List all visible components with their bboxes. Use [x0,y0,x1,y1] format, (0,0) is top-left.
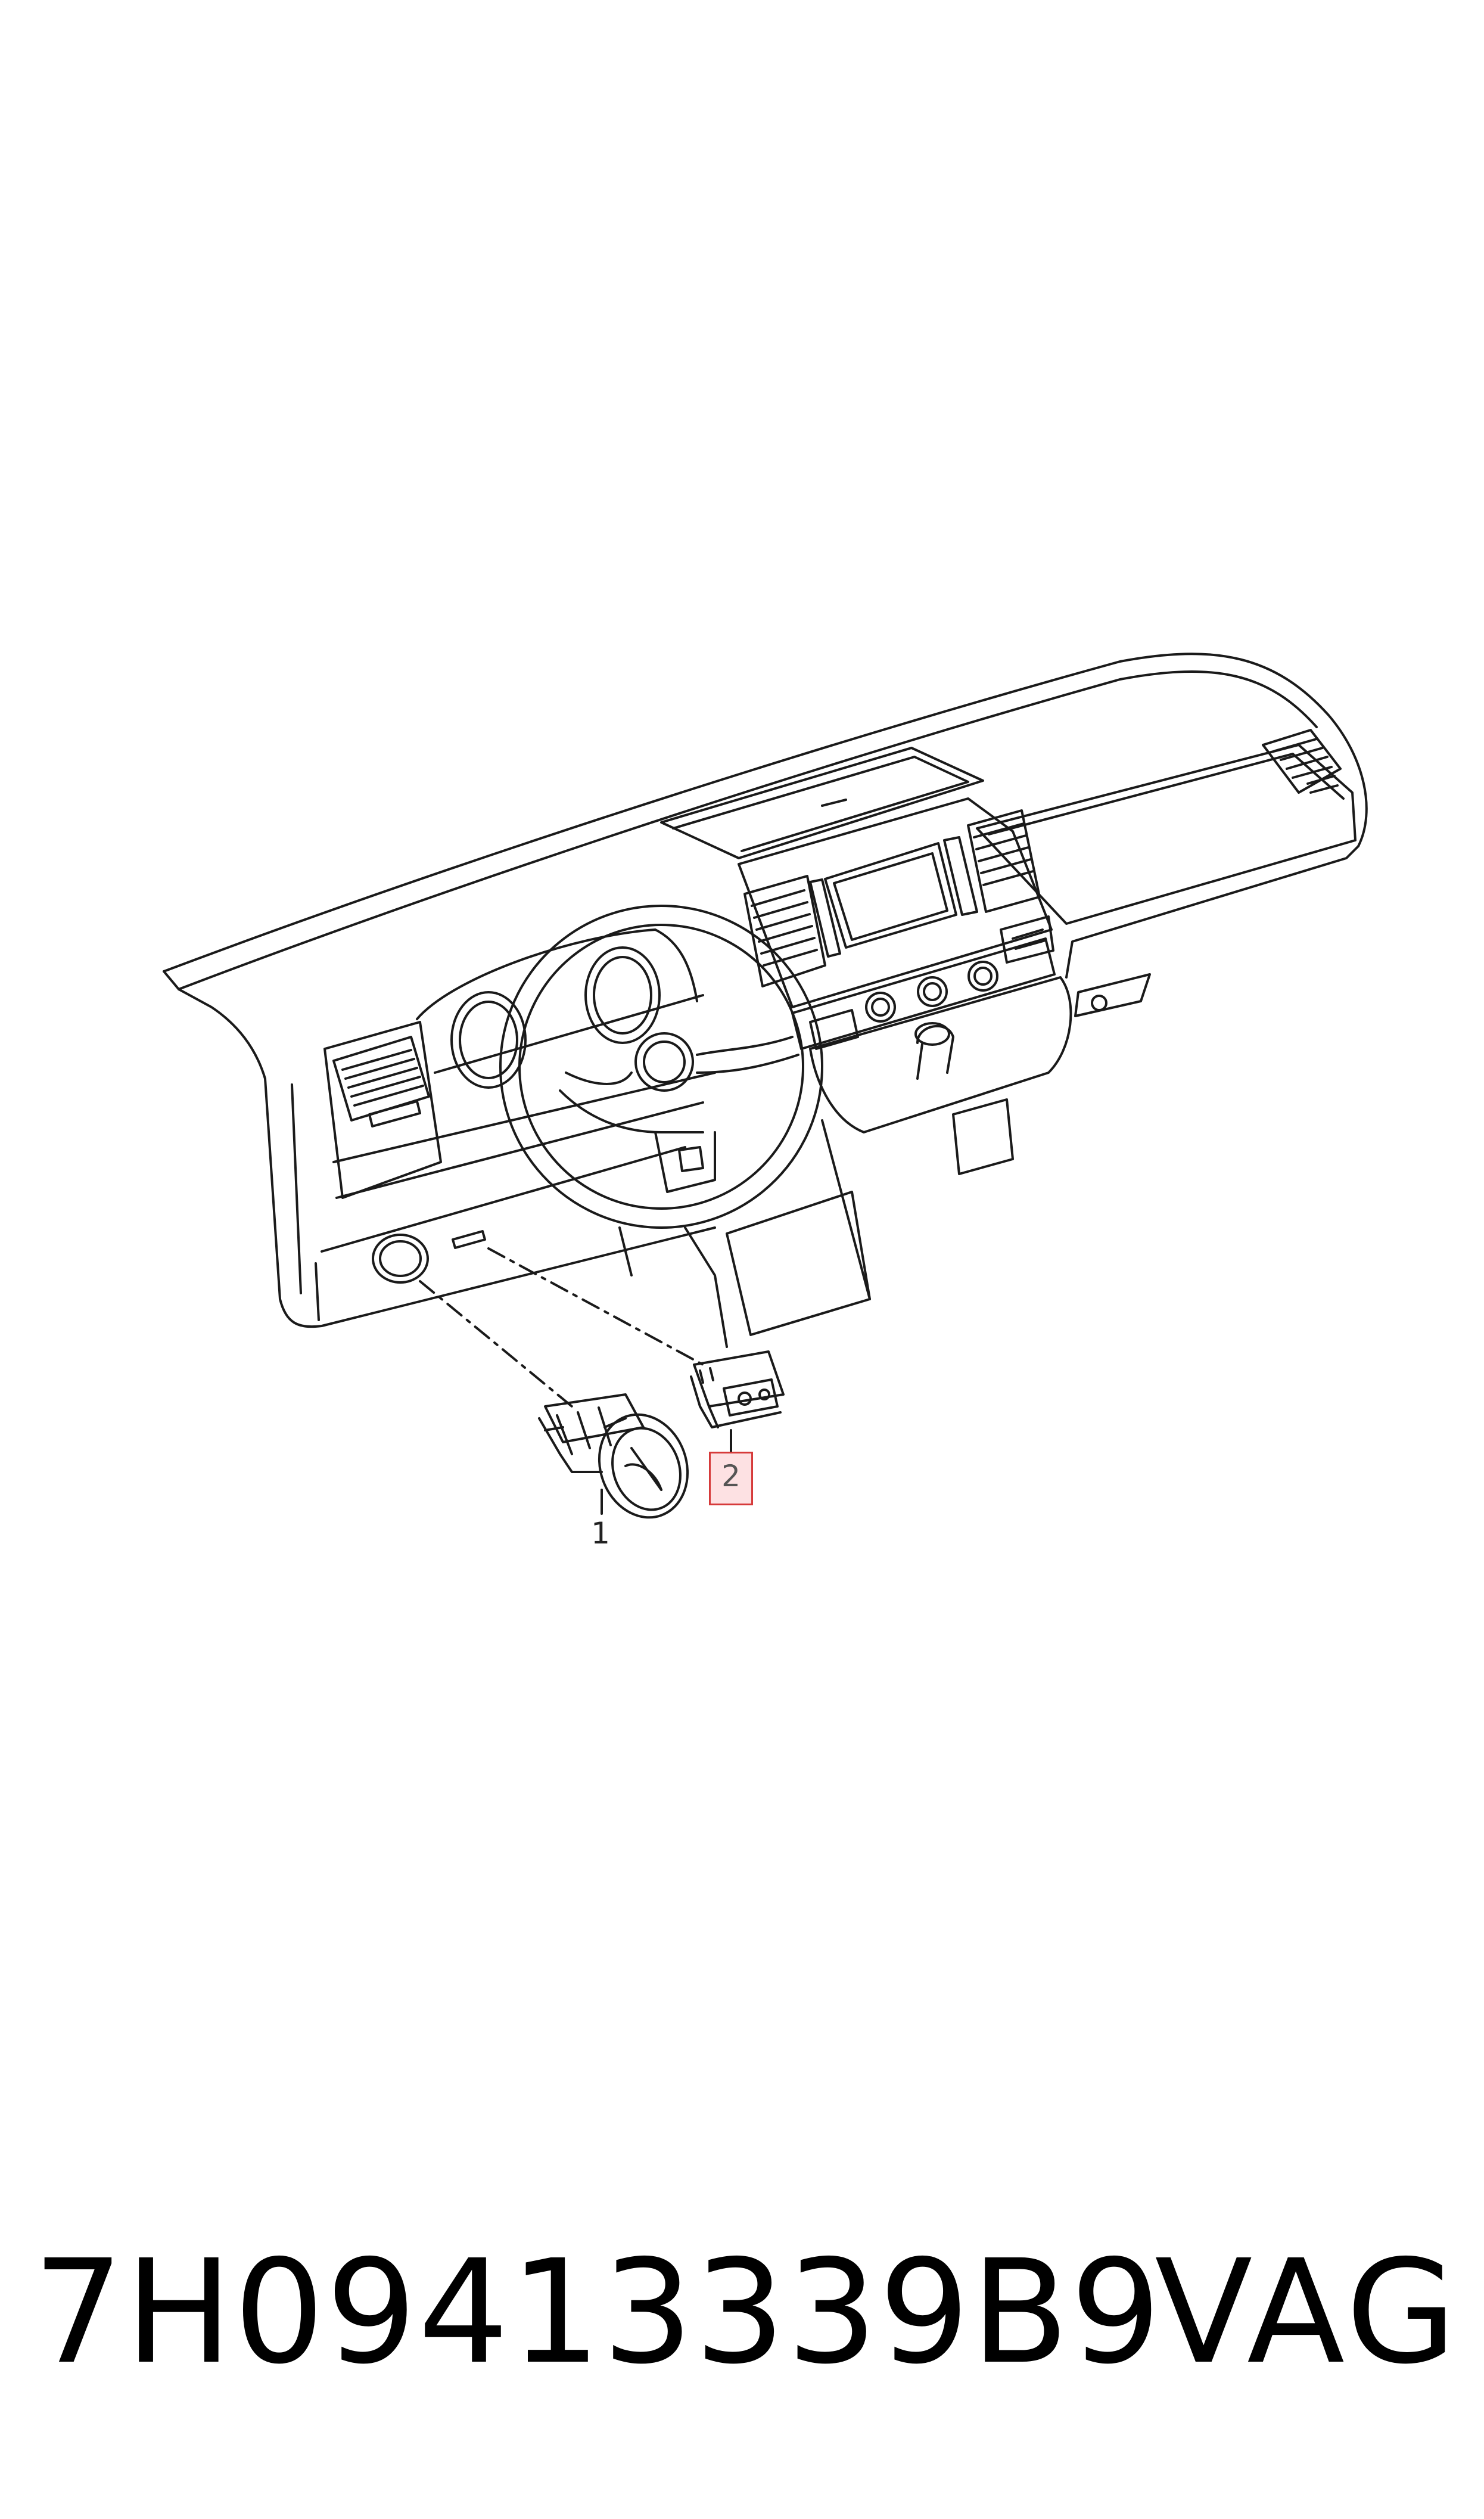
callout-1-label: 1 [591,1516,610,1551]
brand-label: VAG [1155,2229,1460,2396]
callout-2-highlight [709,1452,753,1505]
passenger-panel [976,729,1357,1017]
steering-wheel [499,905,823,1348]
footer: 7H09413339B9 VAG [0,2241,1484,2396]
switch-openings [315,1146,686,1321]
control-module-part-2 [690,1350,785,1428]
part-number: 7H09413339B9 [33,2229,1163,2396]
callout-2-label: 2 [721,1459,741,1493]
light-switch-part-1 [538,1393,689,1519]
dashboard-top-panel [163,653,1368,1328]
instrument-cluster [416,928,704,1089]
callout-leaders [601,1429,732,1515]
center-console [726,797,1072,1336]
left-vent [323,1021,716,1199]
top-display-recess [660,747,984,859]
leader-lines [419,1247,704,1408]
